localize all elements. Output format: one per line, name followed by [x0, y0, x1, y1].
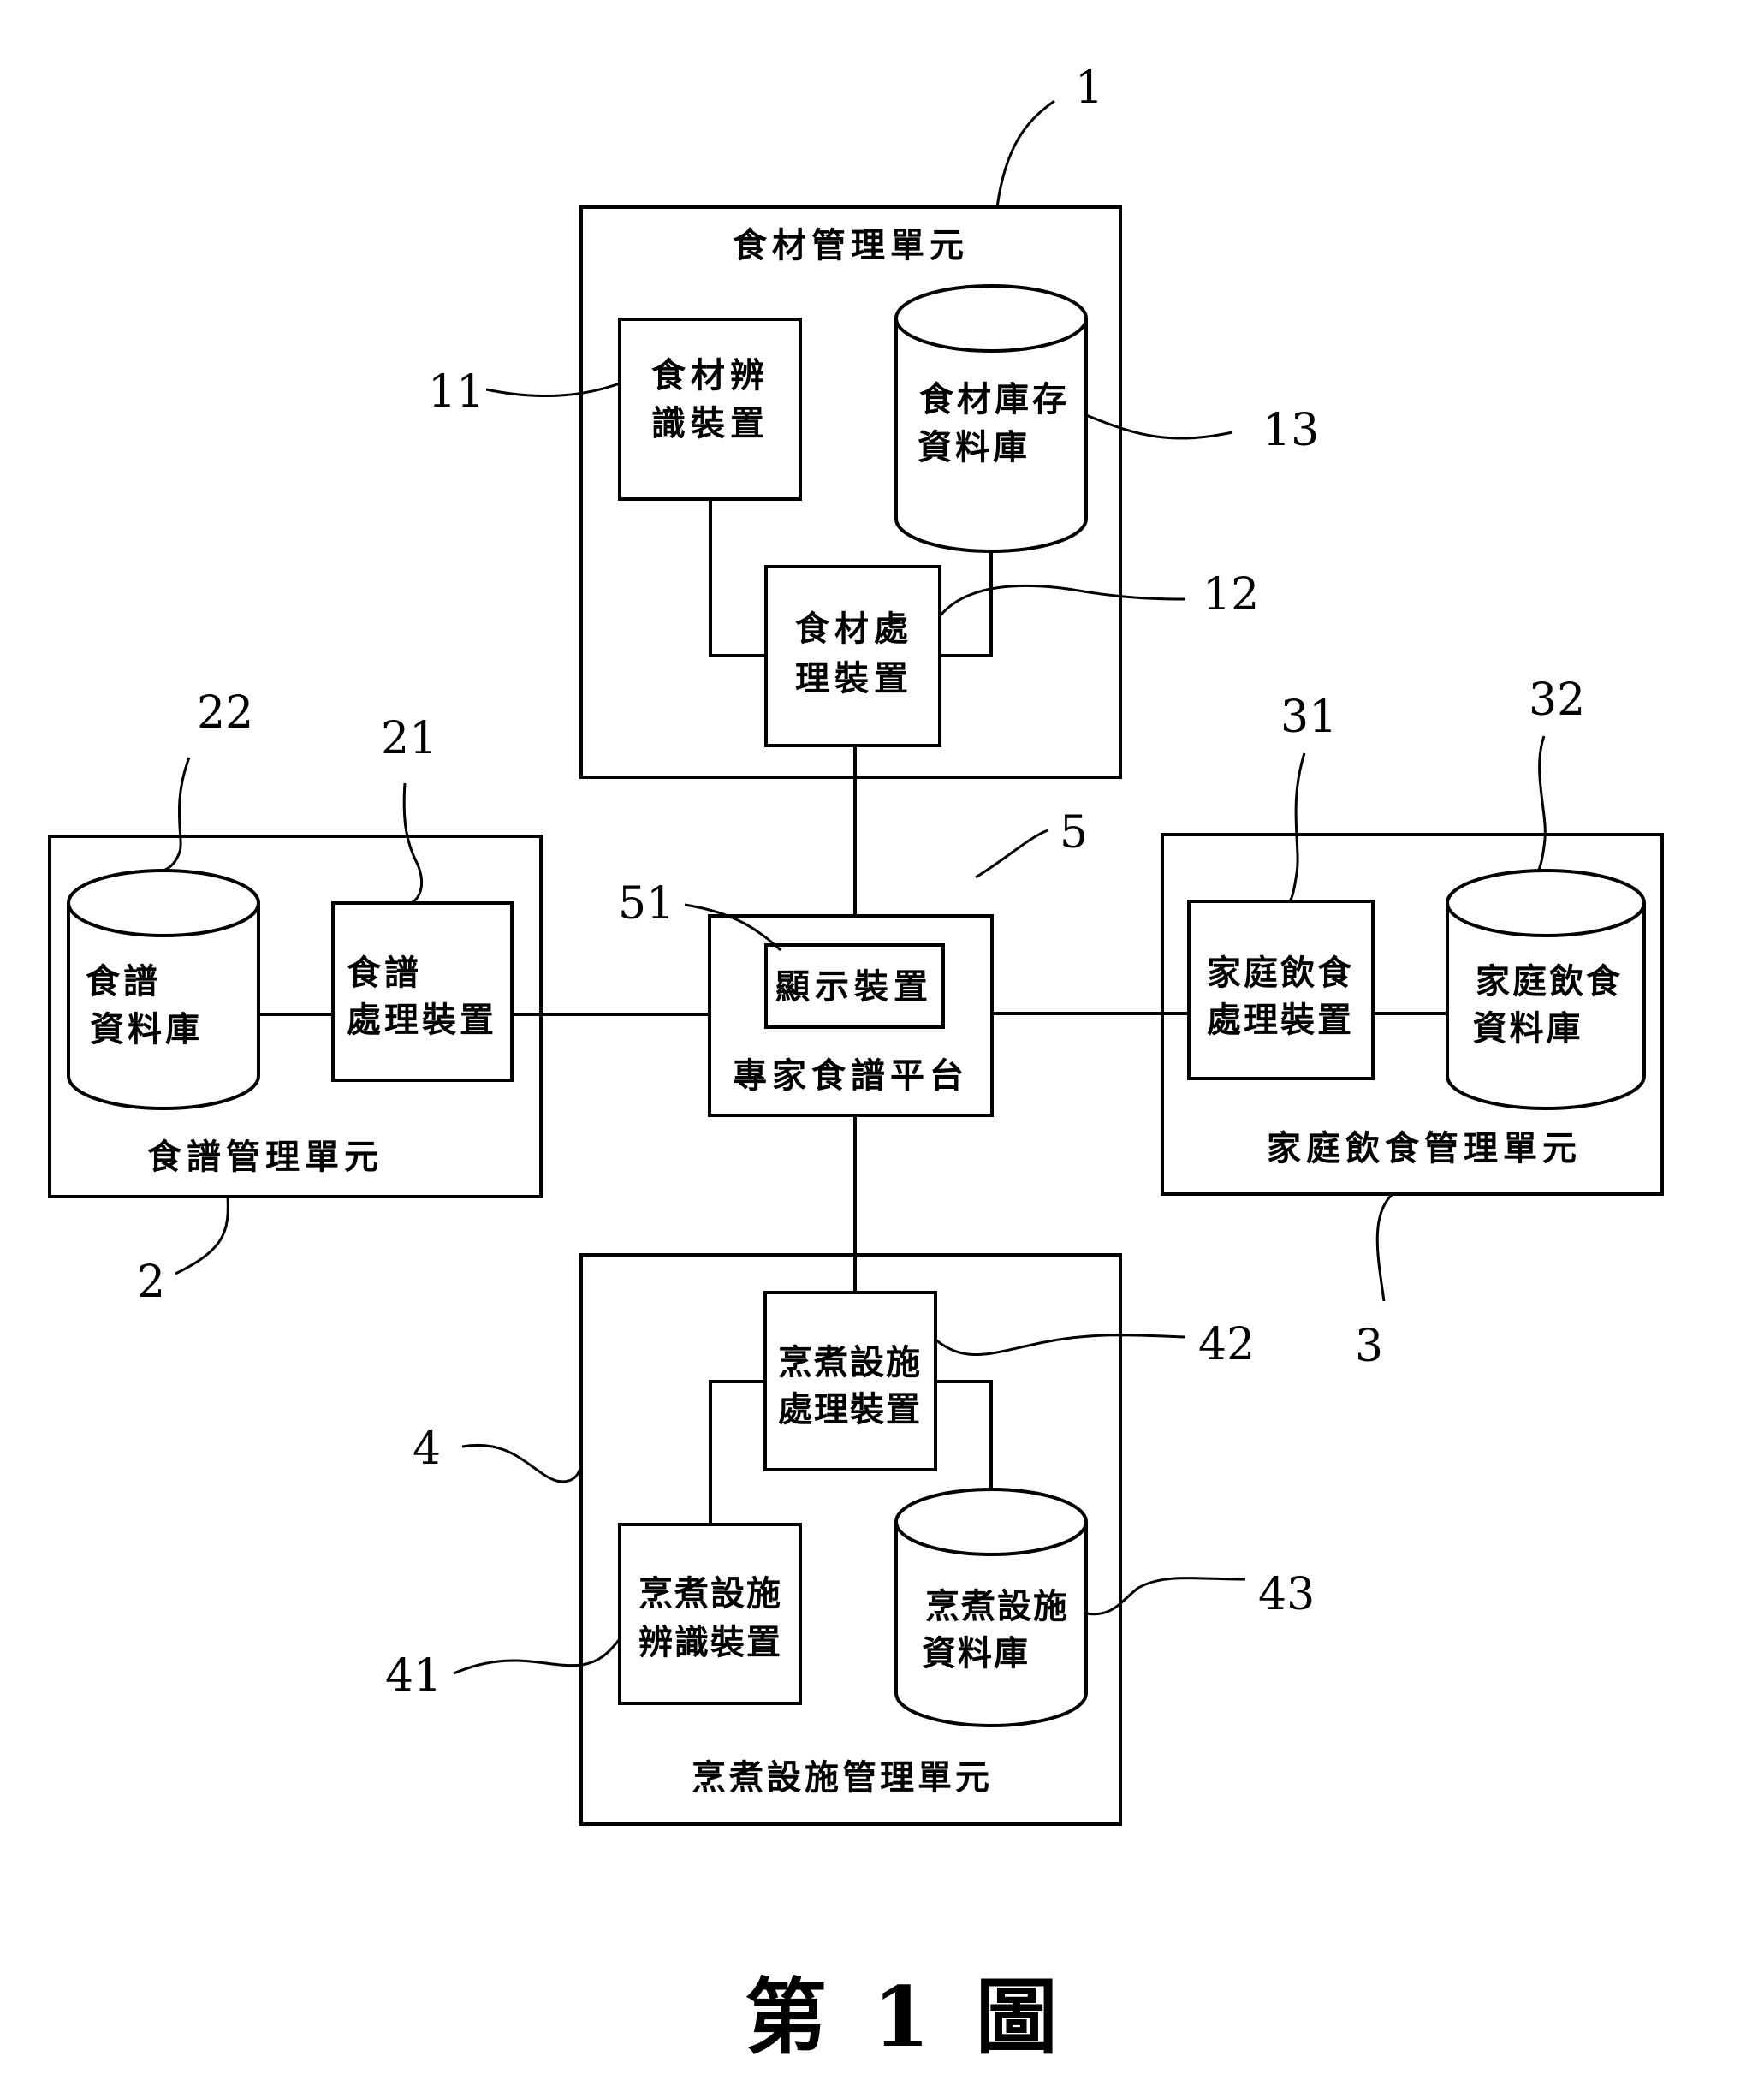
- leader-11: [485, 382, 621, 398]
- unit-3-title: 家庭飲食管理單元: [1267, 1129, 1582, 1168]
- device-12-box: [764, 565, 941, 747]
- unit-4-title: 烹煮設施管理單元: [692, 1758, 993, 1798]
- leader-43: [1085, 1577, 1246, 1616]
- leader-4: [461, 1443, 583, 1483]
- device-11-line-1: 食材辨: [651, 356, 769, 395]
- ref-label-43: 43: [1258, 1569, 1315, 1620]
- ref-label-22: 22: [197, 687, 253, 739]
- device-31-box: [1187, 900, 1375, 1080]
- database-43-line-1: 烹煮設施: [925, 1587, 1069, 1626]
- device-12-line-2: 理裝置: [795, 659, 913, 698]
- unit-2-title: 食譜管理單元: [147, 1138, 383, 1177]
- database-32-line-2: 資料庫: [1473, 1009, 1583, 1049]
- leader-42: [935, 1334, 1186, 1357]
- device-21-box: [331, 901, 514, 1082]
- ref-label-2: 2: [137, 1257, 165, 1308]
- device-42-line-1: 烹煮設施: [778, 1343, 922, 1382]
- device-51-label: 顯示裝置: [775, 967, 933, 1007]
- leader-21: [402, 782, 423, 905]
- ref-label-31: 31: [1280, 692, 1337, 743]
- device-31-line-1: 家庭飲食: [1207, 954, 1354, 993]
- link-42-41: [709, 1380, 765, 1524]
- database-43-line-2: 資料庫: [922, 1634, 1030, 1673]
- device-31-line-2: 處理裝置: [1207, 1001, 1354, 1040]
- database-13-line-2: 資料庫: [918, 428, 1030, 467]
- link-11-12: [709, 499, 766, 657]
- leader-22: [163, 757, 191, 872]
- leader-41: [453, 1637, 621, 1675]
- database-22-line-1: 食譜: [86, 962, 161, 1001]
- leader-2: [175, 1196, 229, 1275]
- database-32-line-1: 家庭飲食: [1476, 962, 1623, 1001]
- database-32-cylinder: [1446, 869, 1646, 1110]
- ref-label-5: 5: [1060, 807, 1088, 859]
- ref-label-12: 12: [1203, 569, 1259, 621]
- ref-label-4: 4: [413, 1423, 441, 1475]
- device-51-box: [764, 943, 945, 1029]
- link-13-12: [940, 551, 993, 657]
- unit-4-box: [579, 1253, 1122, 1826]
- ref-label-32: 32: [1529, 675, 1585, 726]
- ref-label-51: 51: [618, 878, 674, 930]
- ref-label-1: 1: [1075, 62, 1103, 114]
- device-21-line-1: 食譜: [347, 954, 422, 993]
- device-41-box: [618, 1523, 802, 1705]
- ref-label-3: 3: [1355, 1321, 1383, 1372]
- leader-31: [1288, 752, 1306, 902]
- device-11-line-2: 識裝置: [651, 404, 769, 443]
- ref-label-21: 21: [381, 713, 437, 764]
- leader-1: [995, 99, 1055, 208]
- device-42-line-2: 處理裝置: [778, 1390, 922, 1429]
- ref-label-42: 42: [1198, 1319, 1255, 1370]
- device-21-line-2: 處理裝置: [347, 1001, 497, 1040]
- device-41-line-1: 烹煮設施: [638, 1574, 782, 1613]
- leader-51: [684, 903, 782, 952]
- database-13-line-1: 食材庫存: [919, 380, 1070, 419]
- device-41-line-2: 辨識裝置: [638, 1623, 782, 1662]
- unit-1-title: 食材管理單元: [733, 226, 969, 265]
- ref-label-41: 41: [385, 1650, 442, 1702]
- unit-2-box: [48, 835, 543, 1198]
- leader-12: [938, 584, 1186, 617]
- database-22-line-2: 資料庫: [90, 1010, 203, 1049]
- leader-32: [1536, 735, 1547, 872]
- leader-13: [1085, 413, 1233, 440]
- ref-label-11: 11: [428, 366, 484, 418]
- leader-3: [1375, 1192, 1394, 1302]
- figure-caption: 第 1 圖: [745, 1969, 1066, 2065]
- link-42-43: [935, 1380, 993, 1489]
- leader-5: [975, 829, 1048, 879]
- unit-1-box: [579, 205, 1122, 779]
- ref-label-13: 13: [1262, 405, 1319, 456]
- unit-5-title: 專家食譜平台: [733, 1056, 969, 1096]
- device-12-line-1: 食材處: [795, 609, 913, 649]
